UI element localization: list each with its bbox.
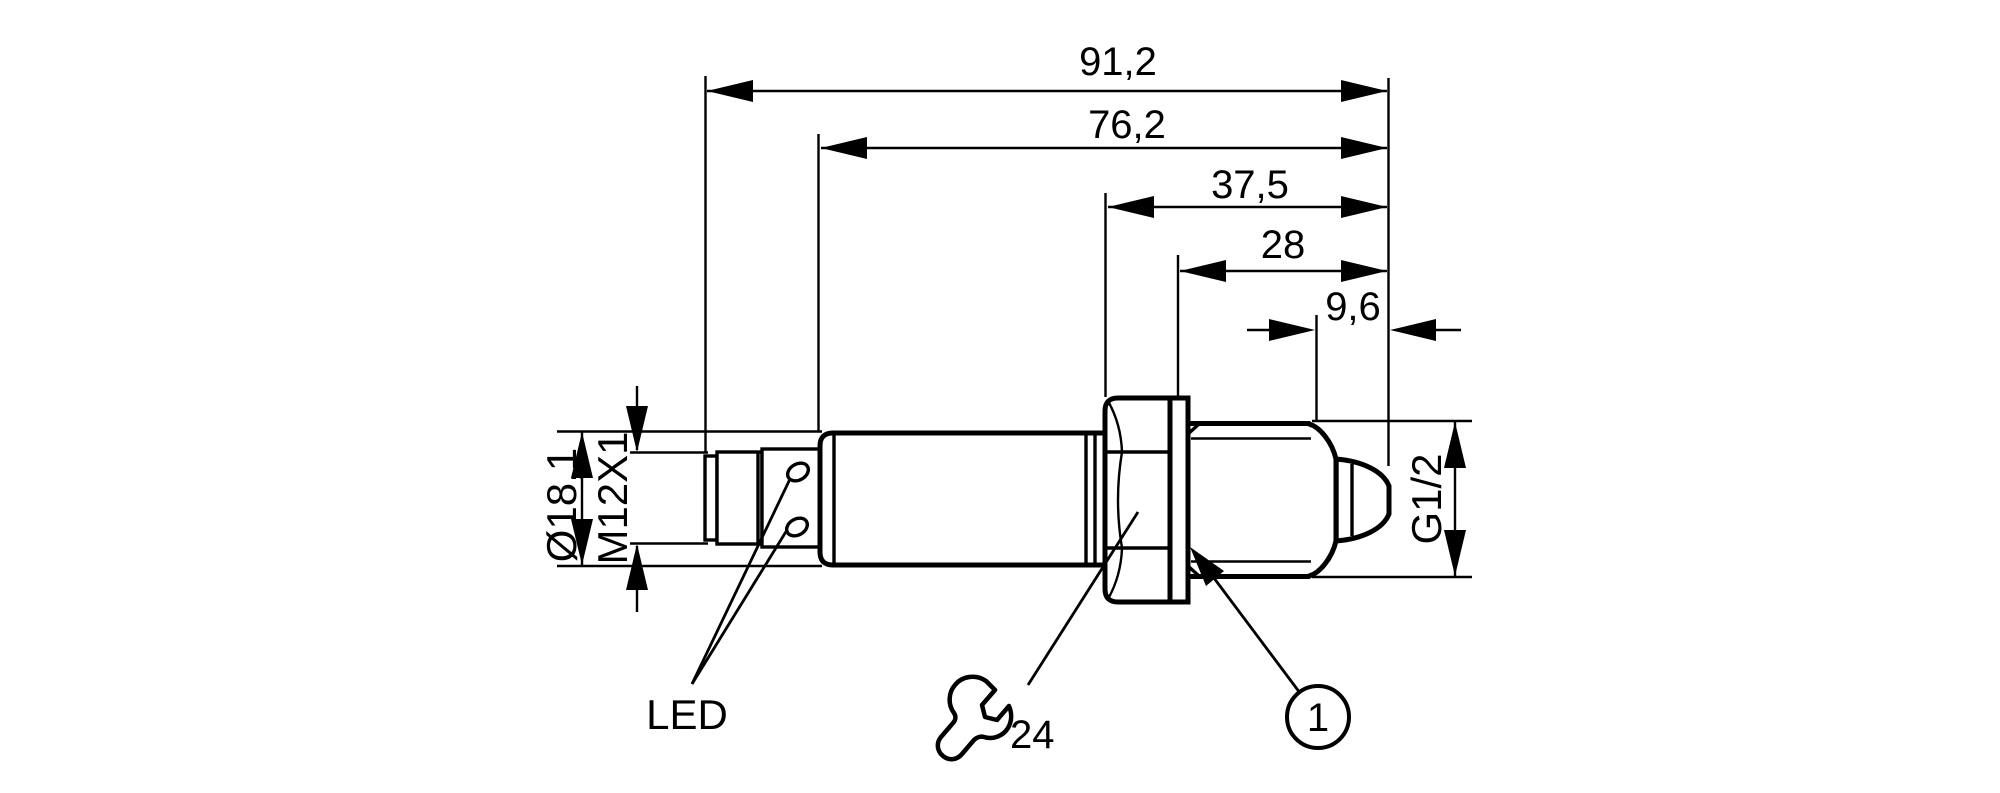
arrowhead-left — [821, 137, 867, 159]
dim-body-length: 76,2 — [817, 103, 1387, 432]
sensing-tip — [1306, 421, 1392, 579]
connector-coupling-nut — [715, 450, 764, 546]
arrowhead-bottom — [571, 519, 593, 565]
callout-arrowhead — [1190, 547, 1224, 586]
arrowhead-top-outside — [626, 406, 648, 452]
led-callout: LED — [646, 478, 792, 738]
hex-arc-lower — [1106, 547, 1124, 600]
arrowhead-left — [1108, 196, 1154, 218]
dim-connector-thread: M12X1 — [589, 386, 708, 612]
housing-barrel — [817, 430, 1105, 568]
tip-shoulder-bottom — [1306, 538, 1339, 579]
arrowhead-right — [1341, 80, 1387, 102]
hex-nut — [1102, 395, 1173, 605]
arrowhead-right — [1341, 260, 1387, 282]
arrowhead-right — [1341, 137, 1387, 159]
arrowhead-top — [571, 432, 593, 478]
process-thread — [1185, 421, 1312, 579]
sensor-body — [703, 395, 1392, 605]
dim-process-thread: G1/2 — [1312, 419, 1472, 579]
hex-arc-upper — [1106, 400, 1124, 453]
connector-end-cap — [703, 454, 719, 542]
wrench-callout: 24 — [935, 511, 1140, 762]
tip-shoulder-top — [1306, 421, 1339, 462]
callout-leader — [1197, 557, 1305, 698]
arrowhead-bottom-outside — [626, 544, 648, 590]
dim-text-connector-thread: M12X1 — [589, 431, 636, 564]
arrowhead-left — [707, 80, 753, 102]
dim-front-length: 37,5 — [1104, 163, 1387, 397]
dim-tip-length: 9,6 — [1247, 285, 1461, 420]
arrowhead-right-outside — [1390, 319, 1436, 341]
arrowhead-top — [1444, 422, 1466, 468]
dim-text-process-thread: G1/2 — [1403, 453, 1450, 544]
dim-text-front-length: 37,5 — [1211, 163, 1289, 207]
thread-chamfer-top — [1186, 422, 1201, 436]
tip-dome — [1333, 456, 1392, 544]
callout-circle — [1285, 684, 1351, 750]
dim-text-tip-length: 9,6 — [1325, 285, 1381, 329]
hex-nut-outline — [1102, 395, 1173, 605]
callout-number: 1 — [1307, 696, 1329, 740]
wrench-icon — [935, 674, 1014, 762]
sealing-flange — [1167, 395, 1191, 605]
arrowhead-left — [1180, 260, 1226, 282]
led-window-lower — [784, 516, 810, 538]
dim-text-flange-to-tip: 28 — [1261, 223, 1306, 267]
led-leader-upper — [690, 478, 792, 685]
item-callout-1: 1 — [1190, 547, 1351, 750]
dim-text-overall-length: 91,2 — [1079, 40, 1157, 84]
arrowhead-bottom — [1444, 530, 1466, 576]
arrowhead-left-outside — [1269, 319, 1315, 341]
led-leader-lower — [690, 529, 789, 685]
dim-housing-diameter: Ø18,1 — [538, 430, 822, 568]
thread-chamfer-bottom — [1186, 564, 1201, 578]
dim-text-body-length: 76,2 — [1088, 103, 1166, 147]
wrench-leader — [1026, 511, 1140, 686]
dim-flange-to-tip: 28 — [1176, 223, 1387, 397]
led-window-upper — [785, 461, 811, 483]
led-label: LED — [646, 691, 728, 738]
wrench-size-label: 24 — [1010, 713, 1055, 757]
dim-overall-length: 91,2 — [704, 40, 1387, 452]
dim-text-housing-diameter: Ø18,1 — [538, 448, 585, 562]
arrowhead-right — [1341, 196, 1387, 218]
